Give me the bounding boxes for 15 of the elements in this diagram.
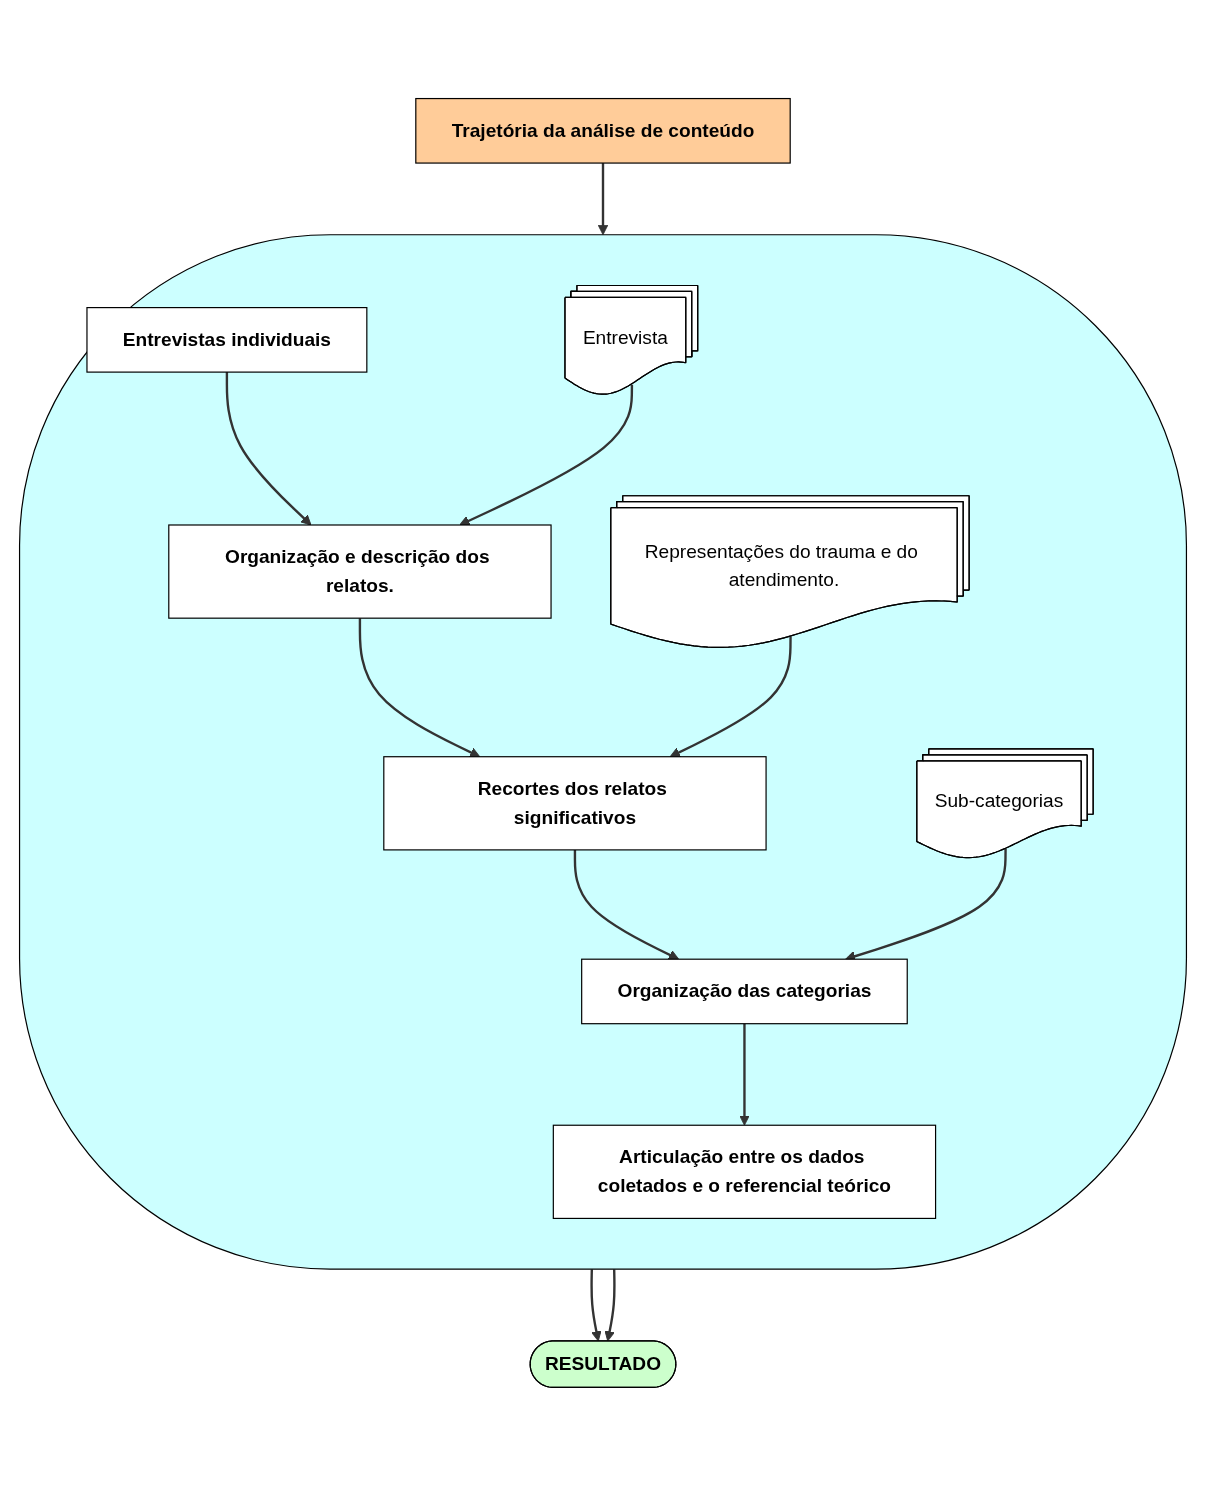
arrow xyxy=(358,618,481,758)
node-box: Entrevistas individuais xyxy=(86,307,368,373)
node-box: Recortes dos relatos significativos xyxy=(383,756,767,851)
node-box: Organização e descrição dos relatos. xyxy=(168,524,552,619)
arrow xyxy=(604,1269,616,1342)
arrow xyxy=(573,849,680,960)
arrow xyxy=(739,1023,750,1126)
arrow xyxy=(225,372,312,526)
node-box: Organização das categorias xyxy=(581,958,908,1025)
arrow xyxy=(669,636,792,758)
arrow xyxy=(459,384,634,526)
node-box: Trajetória da análise de conteúdo xyxy=(415,97,791,164)
arrow xyxy=(597,163,609,236)
arrow xyxy=(590,1269,602,1342)
node-box: Articulação entre os dados coletados e o referencial teórico xyxy=(552,1124,937,1219)
